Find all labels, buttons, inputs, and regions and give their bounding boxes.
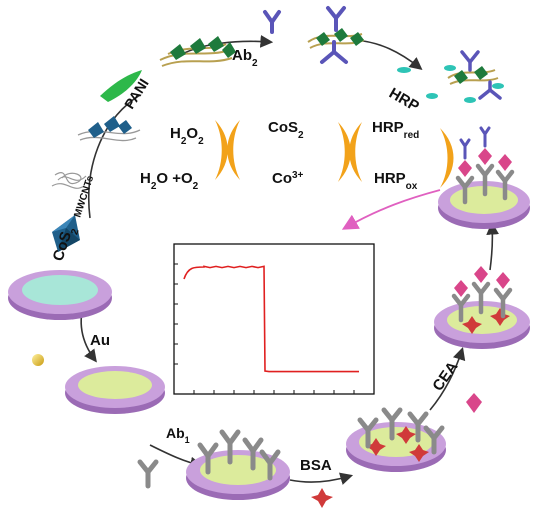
plot-ticks	[174, 263, 355, 394]
co3-label: Co3+	[272, 170, 304, 188]
electrode-bsa	[346, 407, 446, 472]
cea-antigen-icon	[466, 393, 482, 413]
free-ab1-icon	[137, 459, 159, 489]
current-time-plot	[173, 243, 375, 395]
gold-nanoparticle-icon	[32, 354, 44, 366]
au-label: Au	[90, 332, 110, 349]
ab1-label: Ab1	[166, 425, 190, 445]
current-trace	[183, 265, 359, 373]
arrow-cea	[429, 346, 466, 411]
ab2-antibody-icon	[263, 10, 281, 34]
bsa-label: BSA	[300, 457, 332, 474]
cos2-crystal-icon	[52, 215, 80, 252]
electrode-bare	[8, 270, 112, 320]
pani-composite-icon	[159, 36, 236, 67]
reaction-cycle-arrows	[215, 120, 454, 188]
cos2-center-label: CoS2	[268, 119, 304, 141]
ab2-label: Ab2	[232, 47, 258, 69]
pani-icon	[100, 70, 142, 102]
arrow-up-left	[88, 94, 141, 219]
bsa-molecule-icon	[311, 488, 333, 508]
magenta-arrow	[341, 189, 441, 230]
electrode-ab1	[186, 429, 290, 500]
hrp-red-label: HRPred	[372, 119, 419, 141]
hrp-label: HRP	[386, 85, 422, 116]
hrp-molecules-icon	[397, 67, 438, 99]
ab2-composite-icon	[307, 6, 365, 64]
cos2-mwcnts-composite-icon	[77, 116, 141, 142]
electrode-final-labeled	[438, 126, 530, 229]
mwcnts-icon	[51, 172, 87, 189]
arrow-to-hrp	[354, 39, 423, 70]
hrp-composite-icon	[444, 50, 504, 103]
h2o2-label: H2O2	[170, 125, 204, 147]
electrode-au-modified	[65, 366, 165, 414]
mwcnts-label: MWCNTs	[72, 174, 96, 219]
electrode-cea-bound	[434, 266, 530, 349]
arrow-bsa	[289, 472, 354, 485]
arrow-up-right	[486, 221, 500, 271]
h2o-o2-label: H2O +O2	[140, 170, 199, 192]
hrp-ox-label: HRPox	[374, 170, 418, 192]
